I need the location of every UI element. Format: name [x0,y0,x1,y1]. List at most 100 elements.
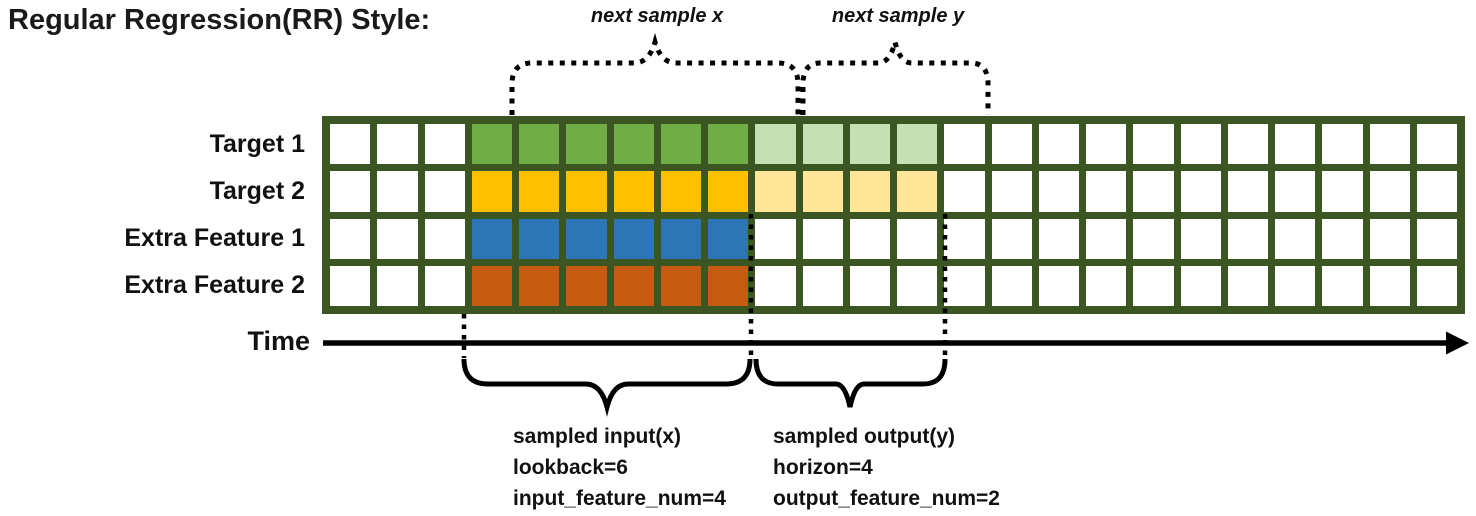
grid-cell [1133,124,1174,165]
grid-cell [1322,124,1363,165]
grid-cell [566,218,607,259]
grid-cell [613,171,654,212]
page-title: Regular Regression(RR) Style: [8,4,431,36]
grid-cell [1369,265,1410,306]
grid-cell [944,171,985,212]
grid-cell [802,218,843,259]
grid-cell [849,124,890,165]
sampled-input-note: sampled input(x) lookback=6 input_featur… [513,421,726,514]
grid-cell [1322,171,1363,212]
grid-cell [991,265,1032,306]
grid-cell [330,124,371,165]
grid-cell [613,265,654,306]
grid-cell [424,218,465,259]
output-feature-num-value: output_feature_num=2 [773,487,1000,510]
grid-cell [944,124,985,165]
grid-cell [566,265,607,306]
grid-cell [1180,218,1221,259]
sampled-output-brace [753,358,948,408]
grid-cell [1416,171,1457,212]
grid-cell [755,124,796,165]
row-label: Target 1 [209,129,305,158]
grid-cell [802,171,843,212]
grid-cell [897,171,938,212]
grid-cell [1086,124,1127,165]
grid-cell [1416,124,1457,165]
grid-cell [1322,265,1363,306]
grid-cell [1227,171,1268,212]
grid-cell [519,218,560,259]
grid-cell [471,171,512,212]
grid-cell [377,218,418,259]
grid-cell [1275,265,1316,306]
grid-cell [897,218,938,259]
grid-cell [1180,265,1221,306]
grid-cell [1180,124,1221,165]
grid-cell [330,265,371,306]
grid-cell [424,171,465,212]
row-label: Extra Feature 1 [124,224,305,253]
grid-cell [613,124,654,165]
grid-cell [660,218,701,259]
next-sample-y-label: next sample y [831,5,965,27]
grid-cell [1227,218,1268,259]
sampled-output-title: sampled output(y) [773,425,955,448]
input-feature-num-value: input_feature_num=4 [513,487,726,510]
grid-cell [1416,218,1457,259]
grid-cell [944,265,985,306]
grid-cell [991,124,1032,165]
lookback-value: lookback=6 [513,456,628,479]
grid-cell [1133,265,1174,306]
grid-cell [1369,171,1410,212]
grid-cell [1416,265,1457,306]
grid-cell [1133,218,1174,259]
grid-cell [1322,218,1363,259]
grid-cell [944,218,985,259]
sampled-input-brace [461,358,753,417]
grid-cell [1227,265,1268,306]
row-label: Extra Feature 2 [124,271,305,300]
grid-cell [1275,124,1316,165]
grid-cell [660,171,701,212]
grid-cell [471,265,512,306]
grid-cell [755,171,796,212]
grid-cell [1275,218,1316,259]
grid-cell [755,218,796,259]
grid-cell [755,265,796,306]
grid-cell [708,265,749,306]
grid-cell [708,124,749,165]
grid-cell [1086,265,1127,306]
grid-cell [1038,218,1079,259]
grid-cell [991,218,1032,259]
grid-cell [802,124,843,165]
next-sample-x-label: next sample x [590,5,724,27]
grid-cell [849,218,890,259]
time-axis-label: Time [247,326,310,356]
grid-cell [613,218,654,259]
grid-cell [424,124,465,165]
grid-cell [1133,171,1174,212]
grid-cell [1227,124,1268,165]
horizon-value: horizon=4 [773,456,873,479]
next-sample-x-brace [509,32,801,115]
grid-cell [519,171,560,212]
grid [322,116,1465,314]
grid-cell [424,265,465,306]
grid-cell [660,265,701,306]
time-axis-arrow-icon [1446,331,1469,355]
grid-cell [897,124,938,165]
grid-cell [330,171,371,212]
grid-cell [708,171,749,212]
grid-cell [849,265,890,306]
grid-cell [330,218,371,259]
grid-cell [802,265,843,306]
sampled-output-note: sampled output(y) horizon=4 output_featu… [773,421,1000,514]
grid-cell [897,265,938,306]
next-sample-y-brace [800,41,991,115]
grid-cell [1275,171,1316,212]
grid-cell [660,124,701,165]
grid-cell [471,218,512,259]
grid-cell [1038,124,1079,165]
